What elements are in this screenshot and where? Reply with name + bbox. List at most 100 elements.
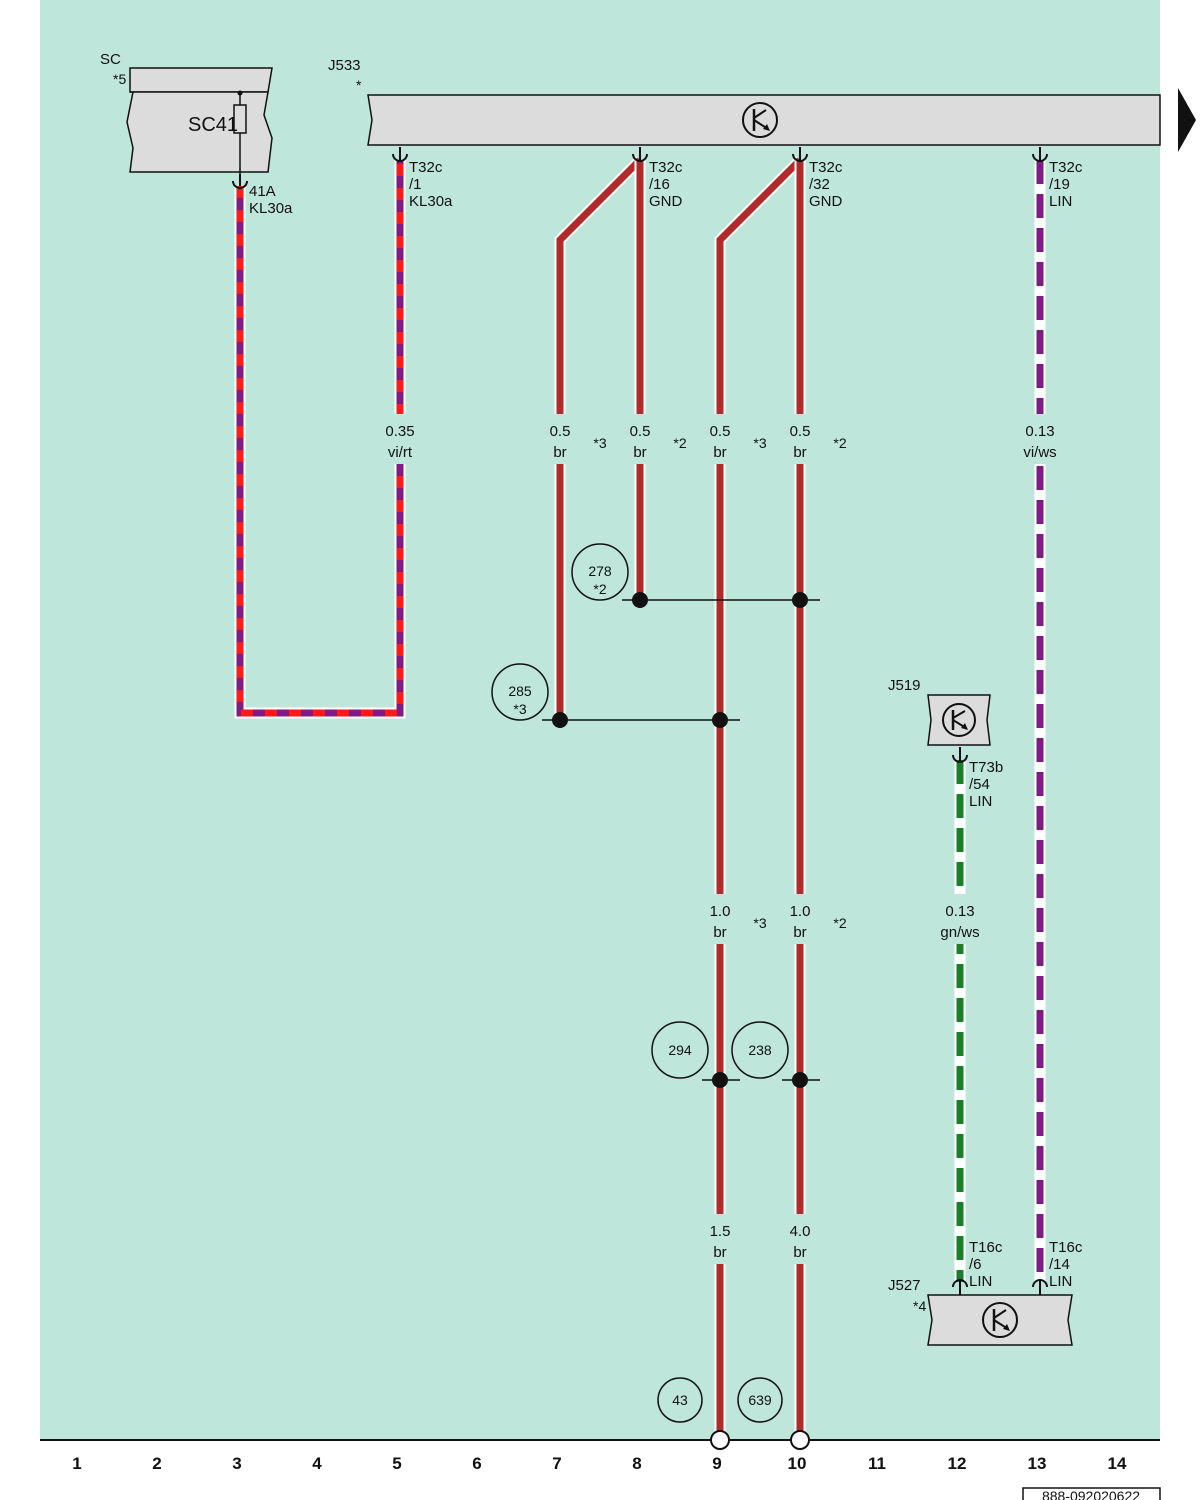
sc-fuse-box[interactable]: SC *5 SC41 xyxy=(100,51,273,180)
column-number: 6 xyxy=(472,1454,481,1473)
note-marker: *3 xyxy=(753,435,766,451)
ground-terminal-icon xyxy=(710,1430,730,1450)
wire-label-c10a: 0.5 br xyxy=(785,414,815,464)
j533-label: J533 xyxy=(328,57,361,74)
svg-text:0.13: 0.13 xyxy=(945,903,974,920)
j533-gateway[interactable]: J533 * xyxy=(328,57,1161,146)
svg-text:br: br xyxy=(793,444,806,461)
svg-text:0.5: 0.5 xyxy=(550,423,571,440)
fuse-sc41-label: SC41 xyxy=(188,114,238,136)
continuation-arrow-icon[interactable] xyxy=(1178,88,1196,152)
pin-label-j533-19: T32c /19 LIN xyxy=(1049,159,1087,210)
column-number: 4 xyxy=(312,1454,322,1473)
svg-text:639: 639 xyxy=(748,1392,772,1408)
ecu-icon xyxy=(742,102,778,138)
junction-dot xyxy=(712,712,728,728)
svg-text:0.13: 0.13 xyxy=(1025,423,1054,440)
note-marker: *2 xyxy=(673,435,686,451)
svg-text:1.0: 1.0 xyxy=(710,903,731,920)
wire-label-c13: 0.13 vi/ws xyxy=(1016,414,1064,464)
junction-dot xyxy=(712,1072,728,1088)
note-marker: *3 xyxy=(753,915,766,931)
svg-text:*2: *2 xyxy=(593,581,606,597)
pin-connector-icon xyxy=(232,174,248,189)
svg-text:br: br xyxy=(553,444,566,461)
pin-connector-icon xyxy=(952,1279,968,1295)
pin-connector-icon xyxy=(392,147,408,162)
wire-br-col9[interactable] xyxy=(714,156,804,1432)
column-number: 8 xyxy=(632,1454,641,1473)
pin-label-j533-16: T32c /16 GND xyxy=(649,159,687,210)
junction-ref-238[interactable]: 238 xyxy=(731,1021,789,1079)
junction-ref-278[interactable]: 278 *2 xyxy=(571,543,629,601)
wire-label-c12: 0.13 gn/ws xyxy=(936,894,984,944)
junction-dot xyxy=(552,712,568,728)
column-number: 14 xyxy=(1108,1454,1127,1473)
junction-ref-294[interactable]: 294 xyxy=(651,1021,709,1079)
svg-text:238: 238 xyxy=(748,1042,772,1058)
wire-label-c9b: 1.0 br xyxy=(705,894,735,944)
svg-text:br: br xyxy=(713,1244,726,1261)
wire-label-c7: 0.5 br xyxy=(545,414,575,464)
svg-text:br: br xyxy=(793,924,806,941)
svg-text:0.5: 0.5 xyxy=(710,423,731,440)
column-number: 12 xyxy=(948,1454,967,1473)
pin-label-j527-6: T16c /6 LIN xyxy=(969,1239,1007,1290)
column-number: 7 xyxy=(552,1454,561,1473)
svg-text:vi/ws: vi/ws xyxy=(1023,444,1056,461)
column-number: 1 xyxy=(72,1454,81,1473)
wire-label-c10b: 1.0 br xyxy=(785,894,815,944)
svg-text:278: 278 xyxy=(588,563,612,579)
svg-text:1.5: 1.5 xyxy=(710,1223,731,1240)
pin-connector-icon xyxy=(632,147,648,162)
note-marker: *3 xyxy=(593,435,606,451)
pin-label-j533-32: T32c /32 GND xyxy=(809,159,847,210)
svg-text:br: br xyxy=(713,444,726,461)
column-number: 5 xyxy=(392,1454,401,1473)
svg-text:gn/ws: gn/ws xyxy=(940,924,979,941)
pin-connector-icon xyxy=(952,747,968,763)
pin-label-j527-14: T16c /14 LIN xyxy=(1049,1239,1087,1290)
j533-note: * xyxy=(356,77,362,93)
junction-ref-285[interactable]: 285 *3 xyxy=(491,663,549,721)
ground-ref-639[interactable]: 639 xyxy=(737,1377,783,1423)
column-number: 3 xyxy=(232,1454,241,1473)
svg-text:888-092020622: 888-092020622 xyxy=(1042,1488,1140,1500)
j527-label: J527 xyxy=(888,1277,921,1294)
pin-connector-icon xyxy=(1032,147,1048,162)
ground-ref-43[interactable]: 43 xyxy=(657,1377,703,1423)
svg-text:43: 43 xyxy=(672,1392,688,1408)
svg-text:294: 294 xyxy=(668,1042,692,1058)
j519-label: J519 xyxy=(888,677,921,694)
note-marker: *2 xyxy=(833,435,846,451)
svg-text:*3: *3 xyxy=(513,701,526,717)
svg-text:vi/rt: vi/rt xyxy=(388,444,413,461)
column-number: 13 xyxy=(1028,1454,1047,1473)
column-number: 11 xyxy=(868,1454,886,1473)
svg-text:4.0: 4.0 xyxy=(790,1223,811,1240)
ecu-icon xyxy=(942,703,976,737)
pin-label-sc-41a: 41A KL30a xyxy=(249,183,293,217)
pin-connector-icon xyxy=(792,147,808,162)
wire-label-c9c: 1.5 br xyxy=(705,1214,735,1264)
wire-label-c10c: 4.0 br xyxy=(785,1214,815,1264)
j527-module[interactable]: J527 *4 xyxy=(888,1277,1073,1346)
junction-dot xyxy=(792,1072,808,1088)
svg-text:br: br xyxy=(633,444,646,461)
junction-dot xyxy=(792,592,808,608)
junction-dot xyxy=(632,592,648,608)
sc-note: *5 xyxy=(113,71,126,87)
j519-module[interactable]: J519 xyxy=(888,677,991,746)
wire-label-c8: 0.5 br xyxy=(625,414,655,464)
ecu-icon xyxy=(982,1302,1018,1338)
pin-label-j533-1: T32c /1 KL30a xyxy=(409,159,453,210)
column-number: 2 xyxy=(152,1454,161,1473)
column-number: 10 xyxy=(788,1454,807,1473)
svg-text:285: 285 xyxy=(508,683,532,699)
wire-br-col7[interactable] xyxy=(554,156,644,720)
wire-label-c5: 0.35 vi/rt xyxy=(378,414,422,464)
doc-id-box: 888-092020622 xyxy=(1022,1487,1161,1500)
wire-label-c9a: 0.5 br xyxy=(705,414,735,464)
